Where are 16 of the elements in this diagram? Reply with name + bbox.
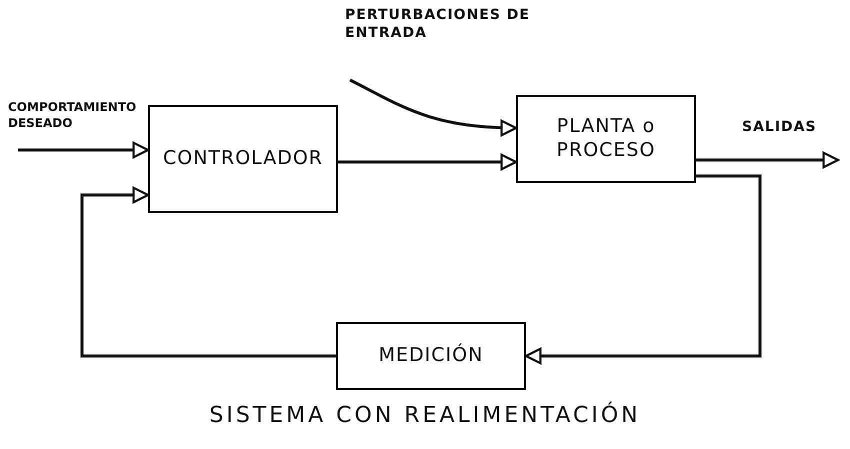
process-box: [516, 95, 696, 183]
arrow: [338, 154, 518, 170]
arrow: [349, 78, 518, 136]
arrow: [18, 142, 150, 158]
process-box: [148, 105, 338, 213]
process-box: [336, 322, 526, 390]
edge-label: SALIDAS: [742, 118, 818, 136]
arrow: [80, 186, 336, 358]
box-label: CONTROLADOR: [162, 147, 323, 171]
box-label: MEDICIÓN: [378, 344, 484, 368]
edge-label: PERTURBACIONES DE ENTRADA: [345, 6, 531, 42]
caption: SISTEMA CON REALIMENTACIÓN: [208, 403, 642, 428]
edge-label: COMPORTAMIENTO DESEADO: [8, 100, 138, 132]
arrow: [524, 174, 762, 364]
arrow: [696, 152, 840, 168]
box-label: PLANTA o PROCESO: [556, 115, 656, 163]
